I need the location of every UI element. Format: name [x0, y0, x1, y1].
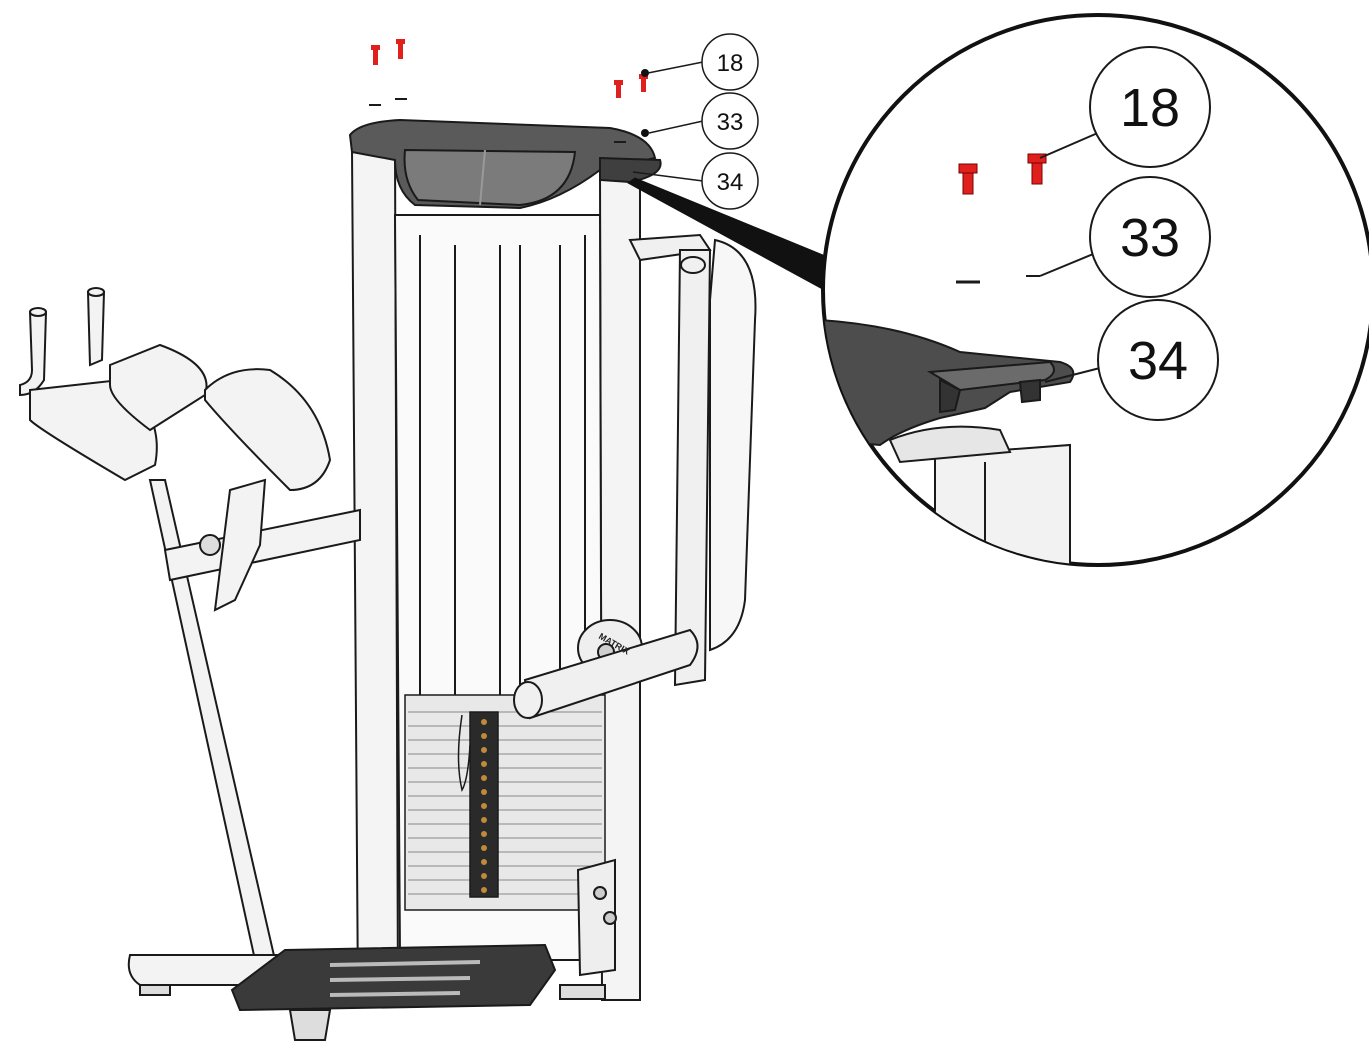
lower-bracket	[576, 858, 617, 977]
detail-callouts	[1039, 46, 1219, 421]
detail-callout-34: 34	[1128, 331, 1188, 391]
foot-platform	[230, 943, 557, 1041]
detail-callout-18: 18	[1120, 78, 1180, 138]
callout-34: 34	[717, 169, 744, 196]
left-pad-assembly	[19, 287, 361, 996]
weight-stack	[404, 694, 606, 911]
lever-arm	[513, 233, 757, 720]
detail-view	[821, 13, 1369, 567]
detail-callout-33: 33	[1120, 208, 1180, 268]
small-callouts	[632, 33, 759, 210]
screw-group-right	[614, 69, 649, 143]
screw-group-left	[369, 39, 407, 106]
callout-18: 18	[717, 50, 744, 77]
callout-33: 33	[717, 109, 744, 136]
